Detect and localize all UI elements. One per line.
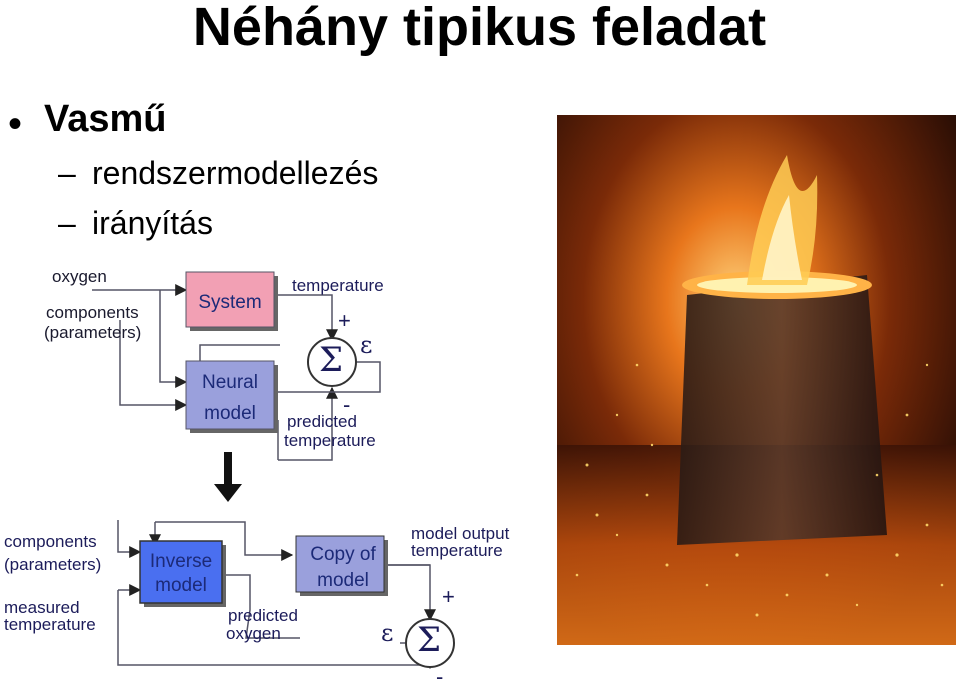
inverse-model-label-line2: model [155,575,207,596]
predicted-oxygen-label-line2: oxygen [226,624,281,643]
minus-sign: - [436,664,444,689]
input-label-components: components [46,303,139,322]
neural-model-label-line1: Neural [202,372,258,393]
copy-model-label-line1: Copy of [310,544,376,565]
bullet-icon: • [8,102,23,146]
input-label-oxygen: oxygen [52,267,107,286]
predicted-temperature-label-line2: temperature [284,431,376,450]
system-box-label: System [198,292,262,313]
slide-title: Néhány tipikus feladat [192,0,767,57]
model-output-label-line2: temperature [411,541,503,560]
neural-model-label-line2: model [204,403,256,424]
main-bullet-text: Vasmű [44,98,167,140]
input-label-temperature: temperature [4,615,96,634]
epsilon-error-symbol: ε [381,619,394,647]
sub-bullet-text: irányítás [92,205,213,241]
predicted-temperature-label-line1: predicted [287,412,357,431]
input-label-components: components [4,532,97,551]
sigma-summation-symbol: Σ [319,340,344,380]
epsilon-error-symbol: ε [360,331,373,359]
model-output-label-line1: model output [411,524,510,543]
plus-sign: + [338,308,351,333]
minus-sign: - [343,392,351,417]
output-temperature-label: temperature [292,276,384,295]
inverse-model-label-line1: Inverse [149,551,213,572]
plus-sign: + [442,584,455,609]
sub-bullet-dash: – [58,205,76,241]
input-label-measured: measured [4,598,80,617]
copy-model-label-line2: model [317,570,369,591]
sigma-summation-symbol: Σ [417,620,442,660]
predicted-oxygen-label-line1: predicted [228,606,298,625]
sub-bullet-text: rendszermodellezés [92,155,379,191]
input-label-parameters: (parameters) [4,555,102,574]
steel-furnace-photo [557,115,956,645]
sub-bullet-dash: – [58,155,76,191]
input-label-parameters: (parameters) [44,323,142,342]
